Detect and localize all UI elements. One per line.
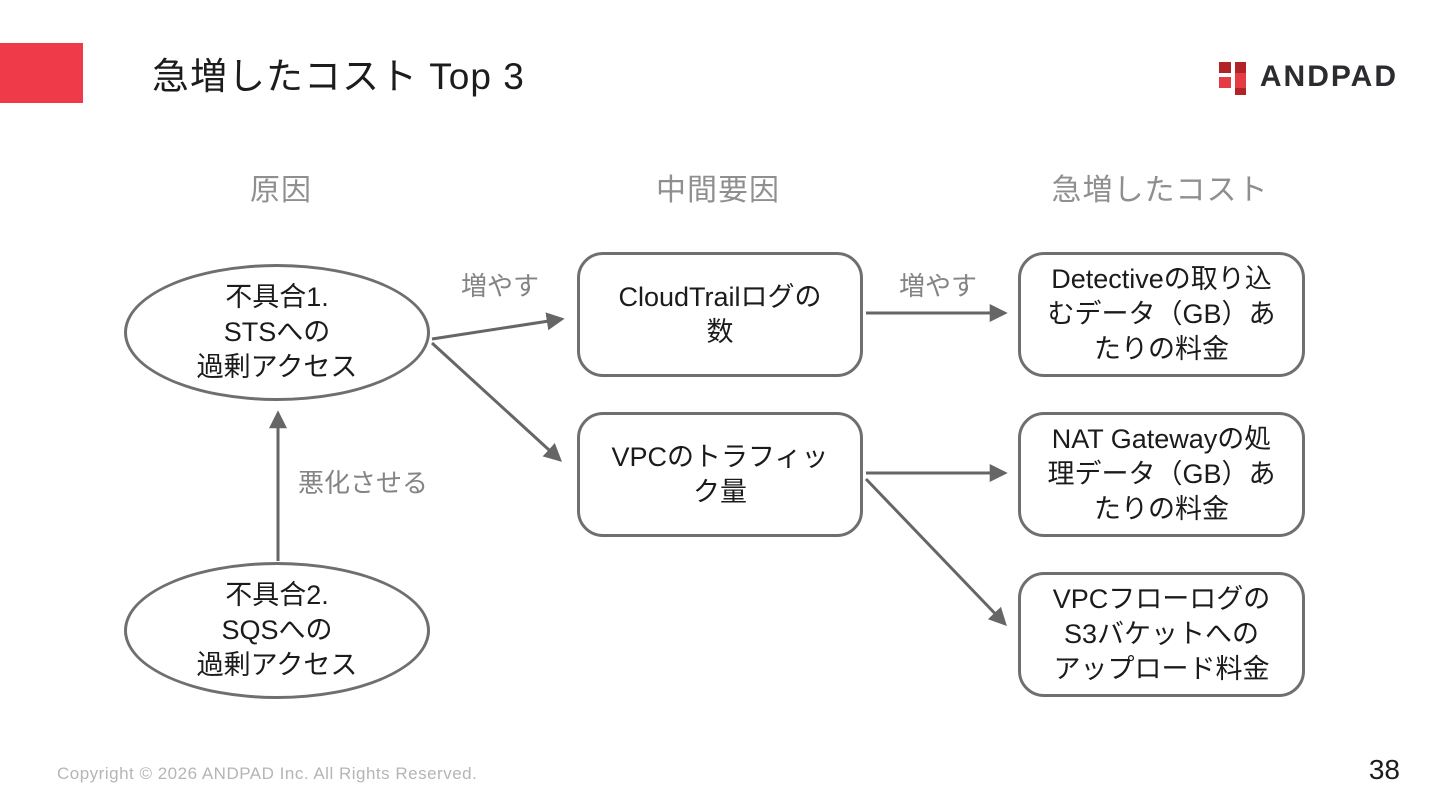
andpad-logo-text: ANDPAD: [1259, 60, 1398, 93]
node-cost-3: VPCフローログの S3バケットへの アップロード料金: [1018, 572, 1305, 697]
edge-label-increase-1: 増やす: [460, 271, 540, 301]
copyright-text: Copyright © 2026 ANDPAD Inc. All Rights …: [57, 764, 478, 783]
column-header-intermediate: 中間要因: [656, 174, 780, 207]
node-intermediate-2: VPCのトラフィッ ク量: [577, 412, 863, 537]
column-header-cause: 原因: [250, 174, 312, 207]
arrow-cause1-to-intermediate1: [431, 312, 565, 341]
edge-label-increase-2: 増やす: [898, 271, 978, 301]
node-intermediate-1: CloudTrailログの 数: [577, 252, 863, 377]
node-cost-2: NAT Gatewayの処 理データ（GB）あ たりの料金: [1018, 412, 1305, 537]
edge-label-worsen: 悪化させる: [298, 468, 429, 498]
column-header-cost: 急増したコスト: [1051, 174, 1269, 207]
arrow-intermediate2-to-cost3: [864, 477, 1007, 626]
andpad-mark-icon: [1218, 62, 1246, 95]
node-cost-1: Detectiveの取り込 むデータ（GB）あ たりの料金: [1018, 252, 1305, 377]
page-title: 急増したコスト Top 3: [152, 56, 525, 97]
accent-bar: [0, 43, 83, 103]
page-number: 38: [1368, 754, 1400, 785]
node-cause-2: 不具合2. SQSへの 過剰アクセス: [124, 562, 430, 699]
andpad-logo: ANDPAD: [1218, 56, 1398, 98]
arrow-cause1-to-intermediate2: [430, 341, 562, 462]
node-cause-1: 不具合1. STSへの 過剰アクセス: [124, 264, 430, 401]
